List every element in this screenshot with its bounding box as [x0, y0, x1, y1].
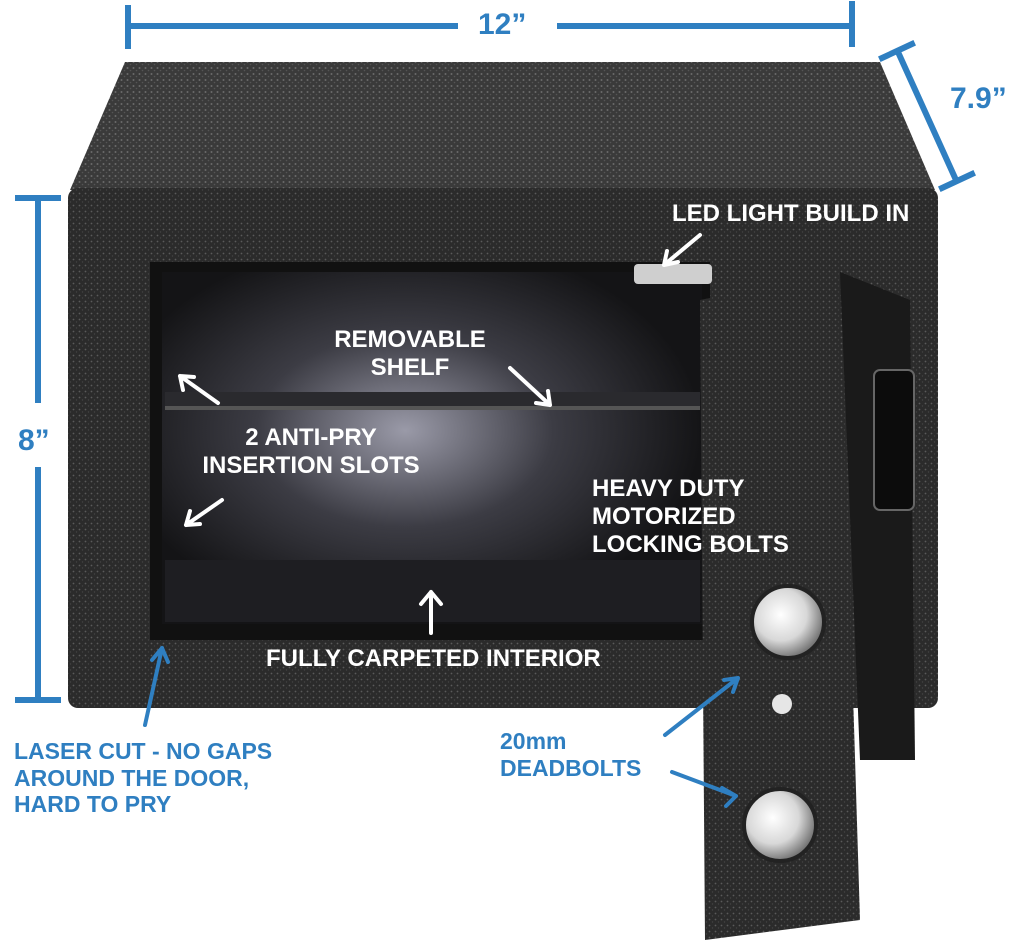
deadbolts-label: 20mm DEADBOLTS [500, 728, 641, 781]
height-dimension: 8” [18, 424, 50, 457]
bolts-label-line-2: MOTORIZED [592, 502, 736, 530]
white-arrows [178, 233, 702, 635]
shelf-label-line-1: REMOVABLE [334, 326, 486, 353]
deadbolt-lower [742, 787, 818, 863]
laser-cut-label-line-1: LASER CUT - NO GAPS [14, 738, 273, 764]
width-dimension: 12” [478, 8, 527, 41]
slots-label-line-1: 2 ANTI-PRY [245, 424, 377, 451]
deadbolts-label-line-1: 20mm [500, 728, 567, 754]
door-keypad [873, 369, 915, 511]
bolts-label: HEAVY DUTY MOTORIZED LOCKING BOLTS [592, 475, 789, 558]
carpet-label: FULLY CARPETED INTERIOR [266, 645, 601, 672]
shelf-label: REMOVABLE SHELF [330, 326, 490, 382]
slots-label: 2 ANTI-PRY INSERTION SLOTS [198, 424, 424, 480]
depth-dimension: 7.9” [950, 82, 1007, 115]
laser-cut-label-line-3: HARD TO PRY [14, 791, 172, 818]
laser-cut-label-line-2: AROUND THE DOOR, [14, 764, 250, 791]
laser-cut-label: LASER CUT - NO GAPS AROUND THE DOOR, HAR… [14, 738, 272, 818]
dimension-lines [15, 1, 976, 703]
bolts-label-line-1: HEAVY DUTY [592, 475, 745, 502]
led-label: LED LIGHT BUILD IN [672, 200, 910, 227]
deadbolts-label-line-2: DEADBOLTS [500, 754, 642, 781]
shelf-label-line-2: SHELF [370, 353, 450, 381]
blue-arrows [143, 646, 740, 808]
bolts-label-line-3: LOCKING BOLTS [592, 530, 789, 558]
deadbolt-upper [750, 584, 826, 660]
removable-shelf [165, 392, 700, 408]
slots-label-line-2: INSERTION SLOTS [202, 451, 420, 479]
keyhole [772, 694, 792, 714]
led-light [634, 264, 712, 284]
safe-top-face [70, 62, 935, 190]
